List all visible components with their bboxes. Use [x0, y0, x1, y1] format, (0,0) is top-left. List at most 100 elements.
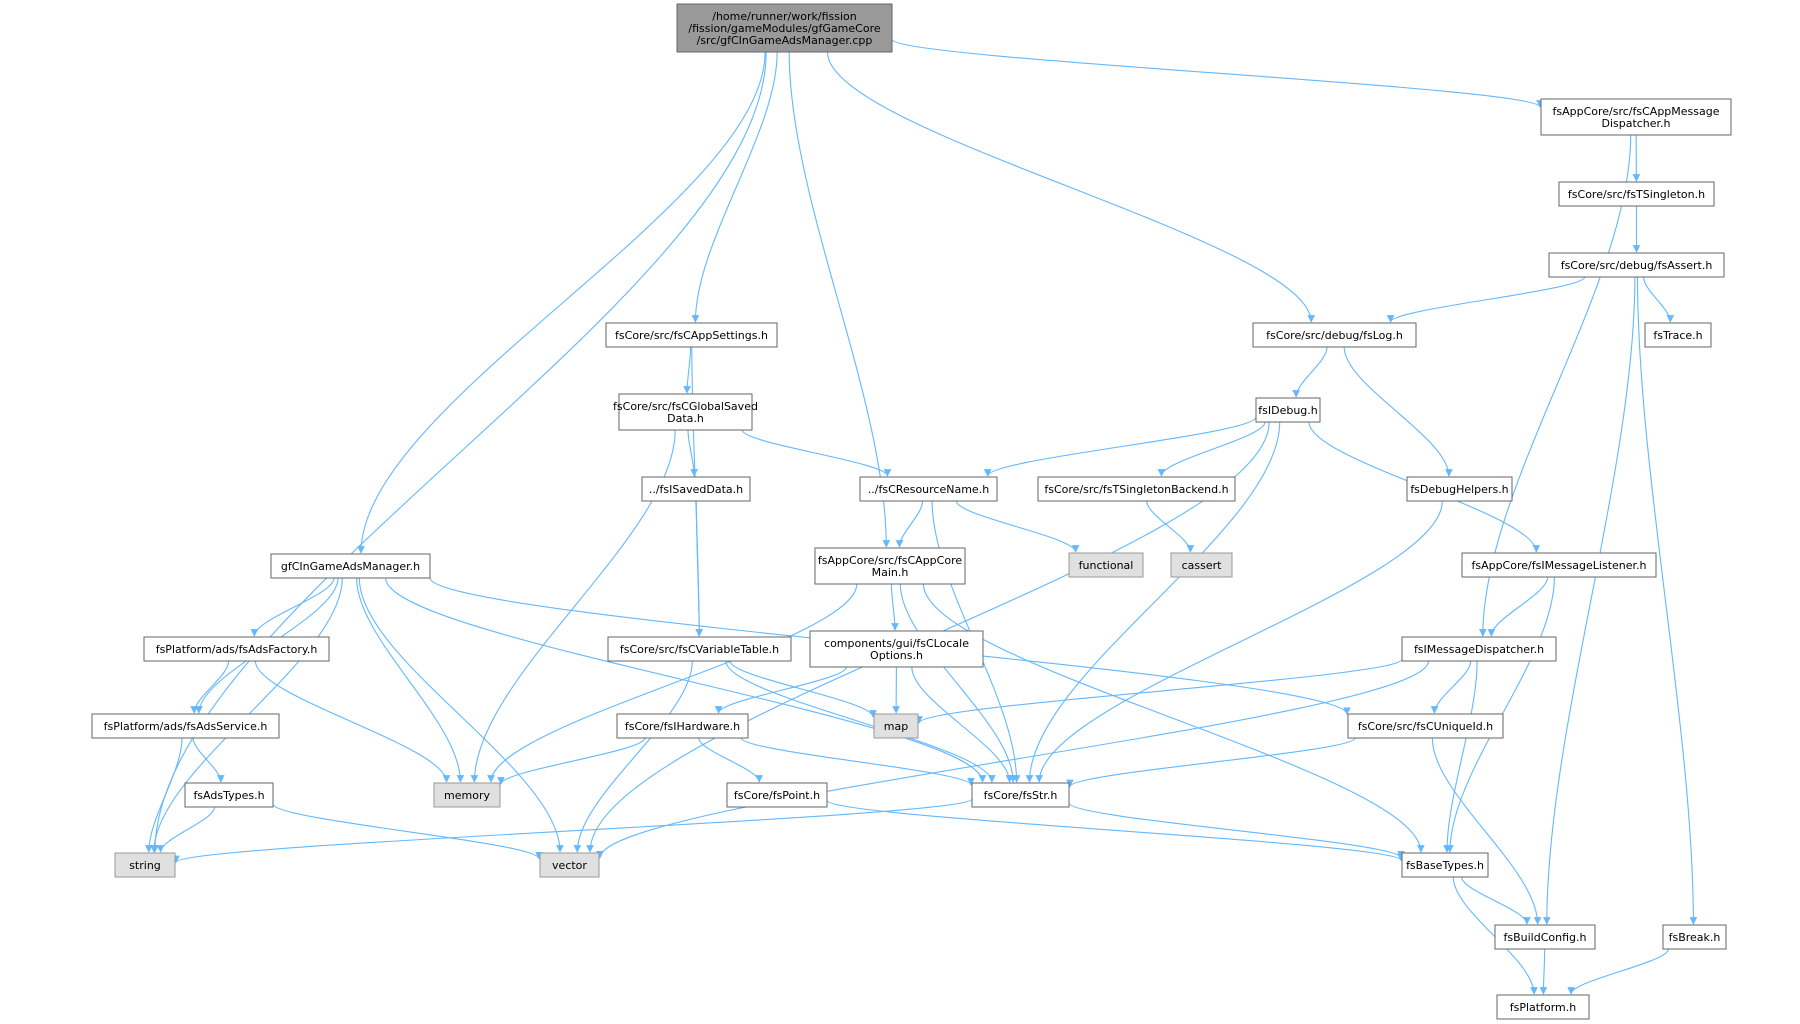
edge-assert-to-log	[1386, 276, 1586, 323]
node-memory[interactable]: memory	[433, 782, 501, 808]
node-uniqueid[interactable]: fsCore/src/fsCUniqueId.h	[1347, 713, 1504, 739]
node-localeoptions-label-0: components/gui/fsCLocale	[824, 637, 969, 650]
node-uniqueid-label-0: fsCore/src/fsCUniqueId.h	[1358, 720, 1493, 733]
node-tsingleton[interactable]: fsCore/src/fsTSingleton.h	[1558, 181, 1715, 207]
edge-appsettings-to-globalsaved	[683, 346, 692, 394]
node-trace-box	[1644, 322, 1712, 348]
node-map-label-0: map	[884, 720, 908, 733]
node-idebug[interactable]: fsIDebug.h	[1255, 397, 1321, 423]
node-adstypes[interactable]: fsAdsTypes.h	[184, 782, 274, 808]
edge-idebug-to-str	[1025, 421, 1281, 783]
node-adsservice[interactable]: fsPlatform/ads/fsAdsService.h	[91, 713, 280, 739]
node-log-label-0: fsCore/src/debug/fsLog.h	[1266, 329, 1403, 342]
node-string-label-0: string	[129, 859, 161, 872]
node-imsgdispatcher-label-0: fsIMessageDispatcher.h	[1414, 643, 1544, 656]
node-msglistener[interactable]: fsAppCore/fsIMessageListener.h	[1461, 552, 1657, 578]
node-assert[interactable]: fsCore/src/debug/fsAssert.h	[1548, 252, 1725, 278]
edge-adsmanager-to-memory	[356, 577, 465, 783]
node-point[interactable]: fsCore/fsPoint.h	[726, 782, 828, 808]
node-root-box	[676, 3, 893, 53]
node-imsgdispatcher-box	[1401, 636, 1557, 662]
edge-variabletable-to-str	[725, 660, 996, 783]
node-buildconfig-label-0: fsBuildConfig.h	[1504, 931, 1587, 944]
node-msgdispatcher-box	[1540, 98, 1732, 136]
node-root-label-2: /src/gfCInGameAdsManager.cpp	[697, 34, 873, 47]
edge-isaveddata-to-variabletable	[695, 500, 704, 637]
node-variabletable-label-0: fsCore/src/fsCVariableTable.h	[620, 643, 779, 656]
node-adsservice-box	[91, 713, 280, 739]
node-debughelpers[interactable]: fsDebugHelpers.h	[1406, 476, 1513, 502]
node-adsfactory[interactable]: fsPlatform/ads/fsAdsFactory.h	[143, 636, 330, 662]
edge-basetypes-to-buildconfig	[1461, 876, 1531, 925]
node-trace[interactable]: fsTrace.h	[1644, 322, 1712, 348]
edge-break-to-platform	[1567, 948, 1670, 995]
node-platform[interactable]: fsPlatform.h	[1496, 994, 1590, 1020]
node-str[interactable]: fsCore/fsStr.h	[971, 782, 1070, 808]
node-tsingleton-box	[1558, 181, 1715, 207]
node-isaveddata[interactable]: ../fsISavedData.h	[641, 476, 751, 502]
edge-str-to-basetypes	[1068, 802, 1405, 859]
edge-debughelpers-to-str	[1035, 500, 1443, 783]
node-str-box	[971, 782, 1070, 808]
edge-basetypes-to-platform	[1452, 876, 1538, 995]
node-map-box	[873, 713, 919, 739]
node-assert-box	[1548, 252, 1725, 278]
node-string[interactable]: string	[114, 852, 176, 878]
node-variabletable[interactable]: fsCore/src/fsCVariableTable.h	[607, 636, 792, 662]
node-string-box	[114, 852, 176, 878]
node-adstypes-box	[184, 782, 274, 808]
node-msglistener-box	[1461, 552, 1657, 578]
node-idebug-label-0: fsIDebug.h	[1258, 404, 1318, 417]
edge-imsgdispatcher-to-uniqueid	[1430, 660, 1472, 714]
node-singletonbackend[interactable]: fsCore/src/fsTSingletonBackend.h	[1037, 476, 1236, 502]
node-ihardware[interactable]: fsCore/fsIHardware.h	[616, 713, 749, 739]
node-adsfactory-label-0: fsPlatform/ads/fsAdsFactory.h	[156, 643, 318, 656]
node-appcoremain-label-0: fsAppCore/src/fsCAppCore	[818, 554, 962, 567]
node-ihardware-label-0: fsCore/fsIHardware.h	[625, 720, 740, 733]
edge-adsmanager-to-adsfactory	[250, 577, 335, 637]
node-memory-box	[433, 782, 501, 808]
node-root[interactable]: /home/runner/work/fission/fission/gameMo…	[676, 3, 893, 53]
node-globalsaved-label-0: fsCore/src/fsCGlobalSaved	[613, 400, 758, 413]
node-vector[interactable]: vector	[539, 852, 600, 878]
node-msglistener-label-0: fsAppCore/fsIMessageListener.h	[1471, 559, 1646, 572]
node-adsmanager[interactable]: gfCInGameAdsManager.h	[270, 553, 431, 579]
node-resourcename[interactable]: ../fsCResourceName.h	[859, 476, 998, 502]
node-log[interactable]: fsCore/src/debug/fsLog.h	[1252, 322, 1417, 348]
node-adstypes-label-0: fsAdsTypes.h	[193, 789, 264, 802]
node-map[interactable]: map	[873, 713, 919, 739]
edge-root-to-string	[151, 51, 767, 853]
edge-globalsaved-to-resourcename	[741, 429, 892, 477]
node-break[interactable]: fsBreak.h	[1662, 924, 1727, 950]
edge-variabletable-to-map	[729, 660, 877, 718]
edge-globalsaved-to-isaveddata	[687, 429, 699, 477]
edge-singletonbackend-to-cassert	[1146, 500, 1195, 553]
edge-resourcename-to-appcoremain	[895, 500, 924, 548]
node-str-label-0: fsCore/fsStr.h	[984, 789, 1058, 802]
node-buildconfig[interactable]: fsBuildConfig.h	[1494, 924, 1596, 950]
edge-point-to-basetypes	[826, 799, 1405, 862]
node-assert-label-0: fsCore/src/debug/fsAssert.h	[1561, 259, 1713, 272]
edge-root-to-adsmanager	[357, 51, 766, 554]
node-point-label-0: fsCore/fsPoint.h	[734, 789, 820, 802]
node-basetypes[interactable]: fsBaseTypes.h	[1401, 852, 1489, 878]
node-functional[interactable]: functional	[1068, 552, 1144, 578]
edge-root-to-appsettings	[691, 51, 778, 323]
edge-localeoptions-to-str	[911, 666, 1014, 783]
node-cassert[interactable]: cassert	[1170, 552, 1233, 578]
edge-appcoremain-to-memory	[487, 583, 858, 783]
edge-idebug-to-resourcename	[983, 416, 1257, 477]
edge-str-to-string	[172, 798, 973, 864]
node-msgdispatcher-label-1: Dispatcher.h	[1601, 117, 1670, 130]
edge-idebug-to-singletonbackend	[1157, 421, 1266, 477]
edge-adsmanager-to-vector	[358, 577, 564, 853]
node-idebug-box	[1255, 397, 1321, 423]
node-uniqueid-box	[1347, 713, 1504, 739]
edge-appcoremain-to-localeoptions	[890, 583, 899, 631]
node-appsettings[interactable]: fsCore/src/fsCAppSettings.h	[605, 322, 778, 348]
node-imsgdispatcher[interactable]: fsIMessageDispatcher.h	[1401, 636, 1557, 662]
